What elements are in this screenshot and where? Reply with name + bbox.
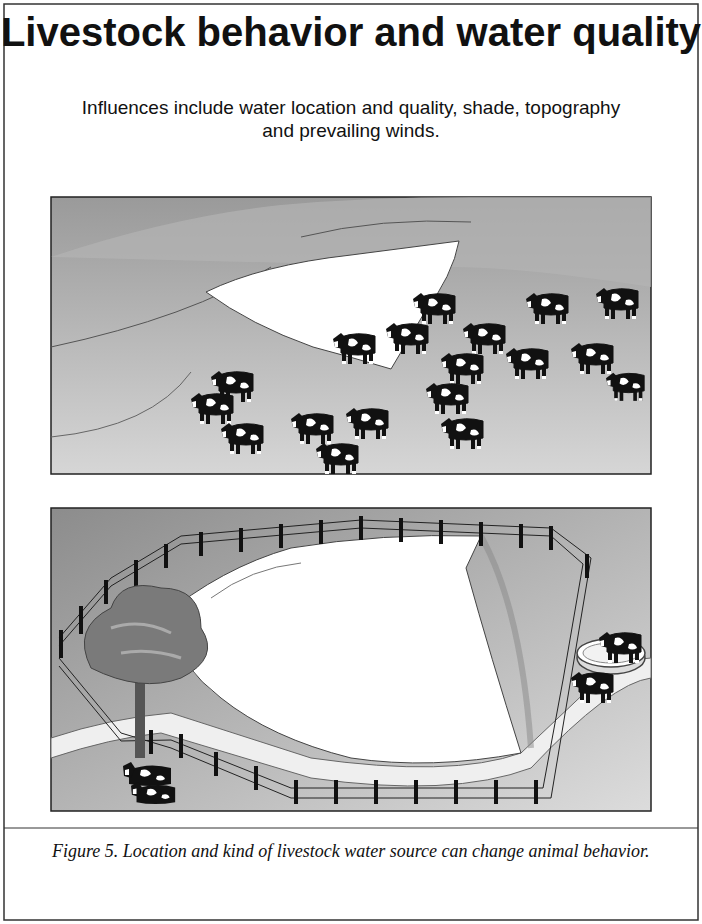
figure-caption: Figure 5. Location and kind of livestock… <box>52 840 652 863</box>
title-text: Livestock behavior and water quality <box>0 12 702 52</box>
subtitle-text: Influences include water location and qu… <box>70 96 632 142</box>
